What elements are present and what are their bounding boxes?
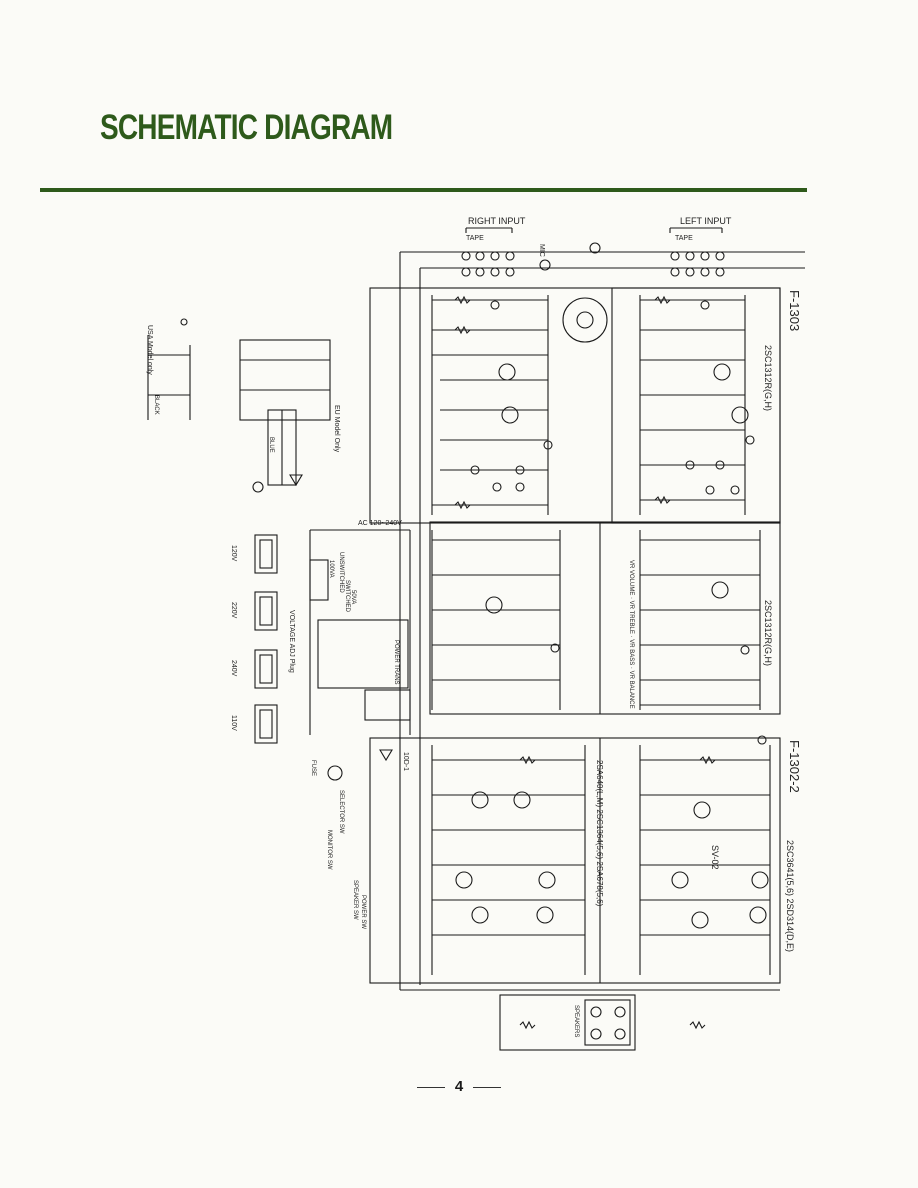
- transistor: [751, 871, 769, 889]
- label-monitor-sw: MONITOR SW: [326, 830, 332, 870]
- label-usa-model: USA Model only: [146, 325, 153, 375]
- transistor: [691, 911, 709, 929]
- label-selector-sw: SELECTOR SW: [338, 790, 344, 834]
- footer-dash-left: [416, 1086, 445, 1088]
- page-footer: 4: [0, 1078, 918, 1095]
- transistor: [538, 871, 556, 889]
- transistor: [501, 406, 519, 424]
- transistor: [513, 791, 531, 809]
- label-eu-model: EU Model Only: [333, 405, 340, 453]
- label-mic: MIC: [538, 244, 545, 257]
- transistor: [485, 596, 503, 614]
- selector-switch: [562, 297, 608, 343]
- left-input-bracket: [669, 227, 723, 233]
- label-black: BLACK: [153, 395, 159, 415]
- label-outlet-power: 100VA: [328, 560, 334, 578]
- transistor: [536, 906, 554, 924]
- footer-dash-right: [473, 1086, 502, 1088]
- label-ac-voltage: AC 120~240V: [358, 520, 402, 527]
- input-jack: [670, 251, 680, 261]
- label-tape-left: TAPE: [675, 235, 693, 242]
- label-controls: VR VOLUME · VR TREBLE · VR BASS · VR BAL…: [628, 560, 634, 709]
- label-module-f1303: F-1303: [787, 290, 802, 331]
- transistor: [711, 581, 729, 599]
- label-tr-output: 2SC3641(5,6) 2SD314(D,E): [785, 840, 795, 952]
- right-input-bracket: [465, 227, 513, 233]
- main-transformer: [364, 689, 411, 721]
- ac-outlet: [309, 559, 329, 601]
- speaker-terminal-box: [499, 994, 636, 1051]
- input-jack: [700, 251, 710, 261]
- speaker-terminal: [590, 1006, 602, 1018]
- transistor: [731, 406, 749, 424]
- label-tr-driver: 2SA640(L,M) 2SC1364(5,6) 2SA678(5,6): [595, 760, 604, 907]
- transistor: [749, 906, 767, 924]
- label-diode: 10D-1: [402, 752, 409, 771]
- voltage-plug-110: [254, 704, 278, 744]
- label-speaker-sw: SPEAKER SW: [352, 880, 358, 920]
- label-power-transformer: POWER TRANS: [393, 640, 399, 685]
- input-jack: [475, 251, 485, 261]
- mode-knob: [589, 242, 601, 254]
- module-f13022-box: [369, 737, 781, 984]
- label-unswitched: UNSWITCHED: [338, 552, 344, 593]
- speaker-terminal: [614, 1006, 626, 1018]
- input-jack: [461, 251, 471, 261]
- label-switched: SWITCHED: [344, 580, 350, 613]
- transistor: [471, 906, 489, 924]
- speaker-terminal: [614, 1028, 626, 1040]
- module-right-preamp: [611, 287, 781, 524]
- label-fuse: FUSE: [310, 760, 316, 776]
- label-left-input: LEFT INPUT: [680, 216, 732, 226]
- page-title: SCHEMATIC DIAGRAM: [100, 108, 393, 147]
- mic-jack: [539, 259, 551, 271]
- voltage-plug-120: [254, 534, 278, 574]
- transistor: [471, 791, 489, 809]
- input-jack: [490, 251, 500, 261]
- label-sv02: SV-02: [710, 845, 720, 870]
- input-jack: [715, 251, 725, 261]
- label-blue: BLUE: [268, 437, 274, 453]
- label-switched-power: 50VA: [350, 590, 356, 604]
- label-plug-220: 220V: [230, 602, 237, 619]
- label-plug-120: 120V: [230, 545, 237, 562]
- label-voltage-select: VOLTAGE ADJ Plug: [288, 610, 295, 673]
- label-right-input: RIGHT INPUT: [468, 216, 526, 226]
- transistor: [693, 801, 711, 819]
- title-rule: [40, 188, 807, 192]
- label-plug-110: 110V: [230, 715, 237, 731]
- label-tr-tone: 2SC1312R(G,H): [763, 600, 773, 666]
- label-speakers: SPEAKERS: [573, 1005, 579, 1037]
- page-number: 4: [454, 1078, 464, 1095]
- label-module-f13022: F-1302-2: [787, 740, 802, 793]
- transistor: [713, 363, 731, 381]
- input-jack: [505, 251, 515, 261]
- label-tr-preamp: 2SC1312R(G,H): [763, 345, 773, 411]
- transistor: [671, 871, 689, 889]
- label-tape-right: TAPE: [466, 235, 484, 242]
- voltage-plug-240: [254, 649, 278, 689]
- voltage-plug-220: [254, 591, 278, 631]
- input-jack: [685, 251, 695, 261]
- label-plug-240: 240V: [230, 660, 237, 677]
- transistor: [498, 363, 516, 381]
- label-power-sw: POWER SW: [360, 895, 366, 929]
- transistor: [455, 871, 473, 889]
- tone-section-box: [429, 521, 781, 715]
- speaker-terminal: [590, 1028, 602, 1040]
